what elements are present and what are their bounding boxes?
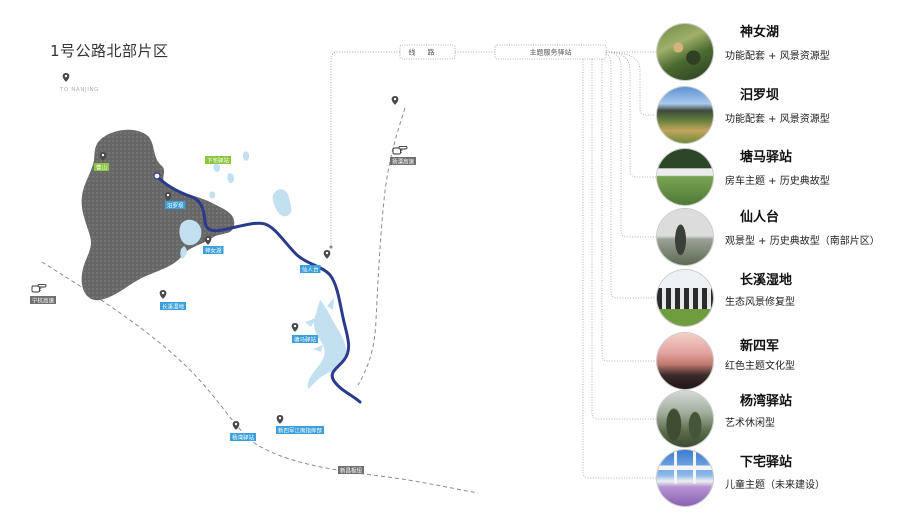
station-name: 神女湖 (740, 25, 780, 40)
leader-line (601, 59, 656, 362)
station-leader-lines (582, 51, 656, 479)
station-type: 功能配套 + 风景资源型 (725, 114, 830, 125)
location-pin-icon (276, 415, 284, 424)
map-label-interchange: 新昌枢纽 (338, 466, 364, 474)
reservoir-arm-1 (305, 318, 316, 327)
pond-1 (213, 163, 221, 172)
location-pin-icon (391, 96, 399, 105)
station-name: 仙人台 (740, 210, 780, 225)
station-type: 功能配套 + 风景资源型 (725, 51, 830, 62)
highway-right (357, 107, 406, 386)
reservoir-arm-3 (313, 345, 323, 352)
map-label-highway: 扬溧高速 (390, 157, 416, 165)
lake-west-tail (180, 246, 187, 259)
station-photo-miluoba (657, 87, 713, 143)
location-pin-icon (159, 290, 167, 299)
leader-line (605, 51, 656, 178)
station-photo-changxi (657, 270, 713, 326)
svg-text:杨湾驿站: 杨湾驿站 (232, 433, 255, 441)
pond-2 (227, 173, 235, 184)
svg-text:扬溧高速: 扬溧高速 (392, 157, 415, 165)
station-photo-tangma (657, 149, 713, 205)
svg-text:新昌枢纽: 新昌枢纽 (340, 466, 363, 474)
leader-line (605, 51, 656, 116)
pointing-hand-icon (31, 283, 47, 293)
route-start-marker (153, 172, 161, 180)
station-name: 汨罗坝 (740, 88, 780, 103)
station-name: 塘马驿站 (740, 150, 793, 165)
svg-text:塘马驿站: 塘马驿站 (294, 335, 317, 343)
station-type: 红色主题文化型 (725, 361, 795, 372)
leader-line (591, 59, 656, 420)
terrain-region (81, 129, 235, 301)
location-pin-icon (204, 236, 212, 245)
leader-line (605, 51, 656, 238)
station-type: 艺术休闲型 (725, 418, 775, 429)
location-pin-icon (291, 323, 299, 332)
svg-text:汨罗坝: 汨罗坝 (167, 201, 184, 209)
svg-text:新四军江南指挥部: 新四军江南指挥部 (278, 426, 323, 434)
svg-text:宁杭高速: 宁杭高速 (32, 296, 55, 304)
station-photo-yangwan (657, 391, 713, 447)
map-label-station: 汨罗坝 (165, 201, 186, 209)
svg-text:神女湖: 神女湖 (205, 246, 222, 254)
location-pin-icon (232, 421, 240, 430)
station-photo-xianrentai (657, 209, 713, 265)
map-label-station: 长溪湿地 (160, 302, 186, 310)
map-label-station: 塘马驿站 (292, 335, 318, 343)
station-photo-xinsijun (657, 333, 713, 389)
station-type: 儿童主题（未来建设） (725, 480, 825, 491)
station-photo-xiazhai (657, 450, 713, 506)
route-line (155, 174, 362, 404)
station-type: 观景型 + 历史典故型（南部片区） (725, 236, 880, 247)
station-name: 杨湾驿站 (740, 394, 793, 409)
route-link-line (330, 51, 400, 246)
station-name: 新四军 (740, 339, 780, 354)
lake-north (272, 189, 292, 217)
lake-west (179, 219, 202, 246)
page-title: 1号公路北部片区 (50, 42, 169, 60)
station-type: 生态风景修复型 (725, 297, 795, 308)
station-photo-shennvhu (657, 24, 713, 80)
route-box: 线路 (399, 44, 456, 60)
map-label-station: 新四军江南指挥部 (276, 426, 324, 434)
map-label-station: 神女湖 (203, 246, 224, 254)
station-box: 主题服务驿站 (494, 44, 607, 60)
leader-line (605, 53, 656, 299)
pond-4 (242, 151, 250, 161)
station-type: 房车主题 + 历史典故型 (725, 176, 830, 187)
location-pin-icon (323, 250, 331, 259)
tangma-reservoir (307, 300, 347, 389)
svg-text:主题服务驿站: 主题服务驿站 (530, 48, 572, 57)
map-label-highway: 宁杭高速 (30, 296, 56, 304)
pond-3 (209, 191, 216, 199)
svg-text:下宅驿站: 下宅驿站 (207, 156, 230, 164)
svg-text:曹山: 曹山 (96, 163, 107, 171)
location-pin-icon (62, 73, 70, 82)
map-label-green: 下宅驿站 (205, 156, 231, 164)
leader-line (582, 59, 656, 479)
reservoir-arm-2 (327, 298, 334, 310)
station-name: 下宅驿站 (740, 455, 793, 470)
svg-text:线路: 线路 (409, 48, 447, 57)
pointing-hand-icon (392, 145, 408, 155)
map-label-green: 曹山 (94, 163, 109, 171)
map-label-station: 仙人台 (300, 265, 321, 273)
map-label-station: 杨湾驿站 (230, 433, 256, 441)
svg-text:长溪湿地: 长溪湿地 (162, 302, 185, 310)
direction-label: TO NANJING (59, 87, 99, 93)
station-name: 长溪湿地 (740, 273, 793, 288)
route-link-dot (329, 245, 333, 249)
svg-text:仙人台: 仙人台 (302, 265, 319, 273)
